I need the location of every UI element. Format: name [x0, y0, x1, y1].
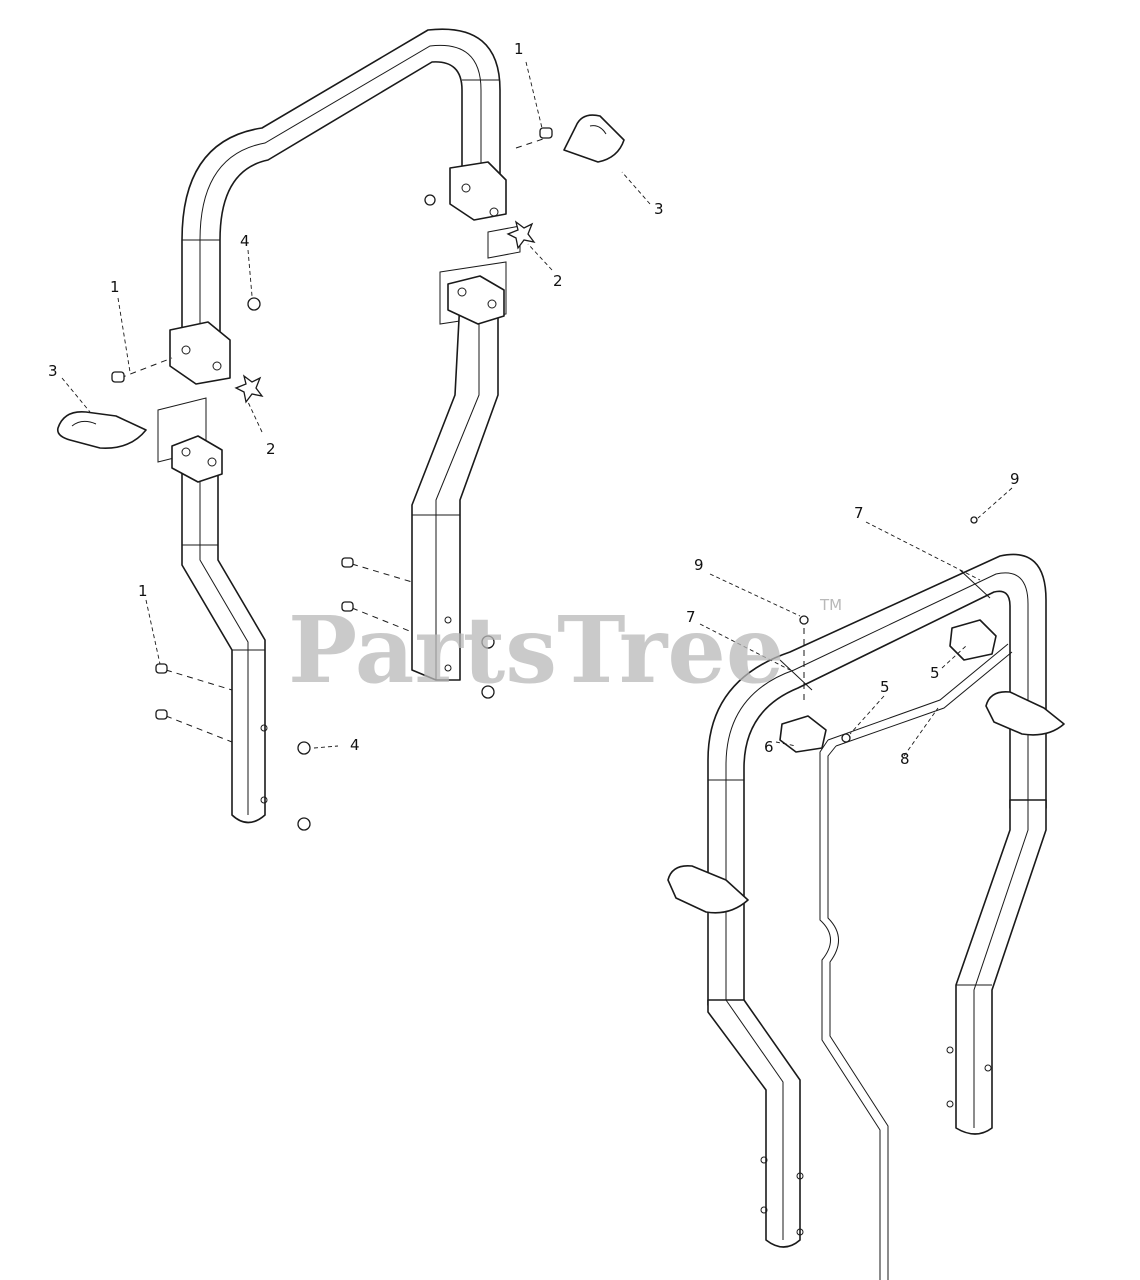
callout-1: 1	[514, 40, 524, 58]
callout-2: 2	[553, 272, 563, 290]
roll-bar-lower-right-tube	[411, 299, 499, 681]
callout-9: 9	[1010, 470, 1020, 488]
callout-2: 2	[266, 440, 276, 458]
hinge-bracket-icon	[169, 321, 231, 385]
bolt-icon	[155, 709, 233, 743]
callout-1: 1	[110, 278, 120, 296]
bolt-icon	[341, 557, 413, 583]
callout-3: 3	[48, 362, 58, 380]
callout-3: 3	[654, 200, 664, 218]
callout-7: 7	[854, 504, 864, 522]
nut-icon	[841, 733, 851, 743]
callout-1: 1	[138, 582, 148, 600]
callout-6: 6	[764, 738, 774, 756]
star-knob-icon	[506, 220, 536, 250]
bolt-icon	[155, 663, 233, 691]
roll-bar-upper-hoop	[181, 28, 501, 356]
watermark-trademark: TM	[819, 596, 842, 614]
bolt-icon	[515, 127, 553, 149]
hinge-bracket-icon	[449, 161, 507, 221]
grip-handle-icon	[667, 864, 749, 914]
hinge-bracket-icon	[779, 715, 827, 753]
grip-handle-icon	[56, 411, 147, 449]
callout-7: 7	[686, 608, 696, 626]
watermark-brand: PartsTree	[288, 596, 784, 704]
nut-icon	[481, 685, 495, 699]
bolt-icon	[111, 357, 173, 383]
nut-icon	[424, 194, 436, 206]
nut-icon	[247, 297, 261, 311]
nut-icon	[799, 615, 809, 625]
callout-8: 8	[900, 750, 910, 768]
bolt-icon	[341, 601, 413, 633]
callout-5: 5	[880, 678, 890, 696]
callout-4: 4	[350, 736, 360, 754]
callout-5: 5	[930, 664, 940, 682]
roll-bar-folded-assembly	[707, 553, 1047, 1248]
nut-icon	[297, 741, 311, 755]
nut-icon	[481, 635, 495, 649]
star-knob-icon	[234, 374, 264, 404]
hinge-bracket-icon	[171, 435, 223, 483]
nut-icon	[970, 516, 978, 524]
callout-9: 9	[694, 556, 704, 574]
nut-icon	[297, 817, 311, 831]
hinge-bracket-icon	[447, 275, 505, 325]
grip-handle-icon	[563, 114, 625, 163]
hinge-bracket-icon	[949, 619, 997, 661]
roll-bar-lower-left-tube	[181, 449, 266, 824]
callout-4: 4	[240, 232, 250, 250]
grip-handle-icon	[985, 690, 1065, 736]
